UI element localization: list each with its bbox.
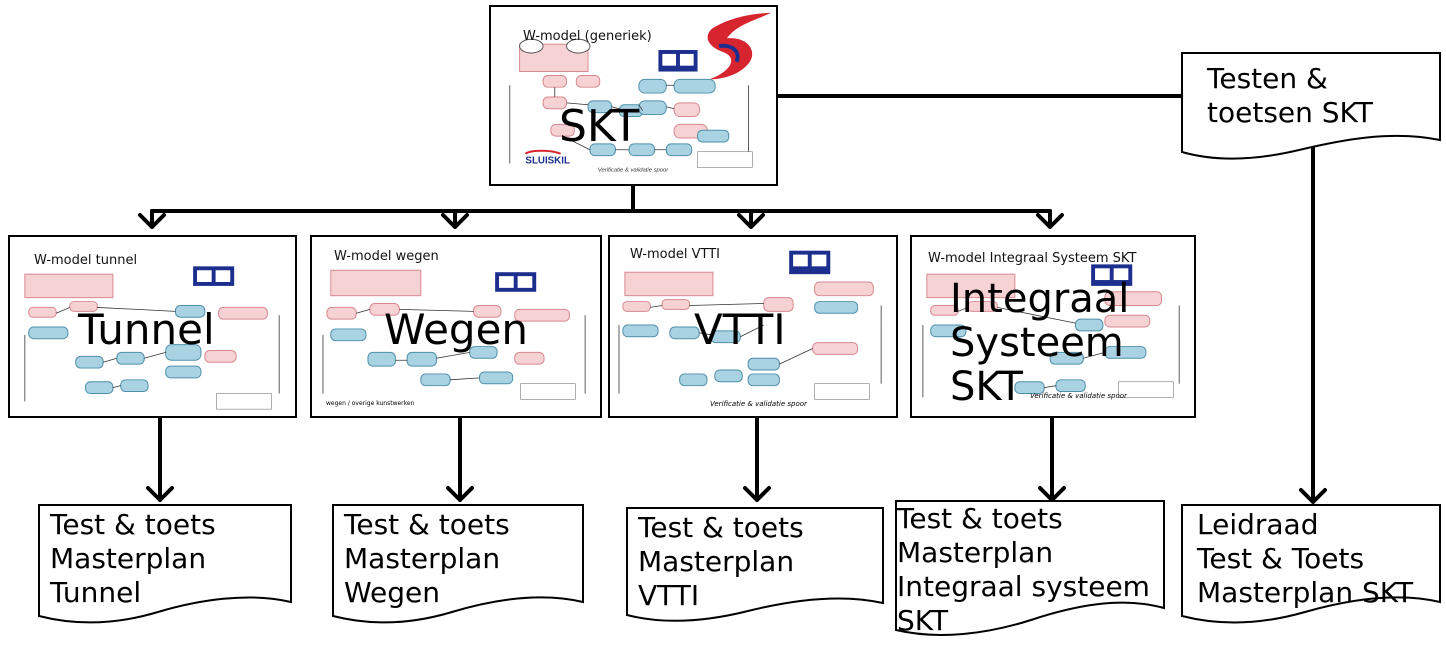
doc-label: Testen & toetsen SKT — [1207, 62, 1373, 129]
document-shape — [895, 500, 1165, 636]
slide-overlay-label: VTTI — [694, 305, 786, 354]
document-shape — [626, 507, 884, 622]
w-model-tunnel-thumbnail — [24, 266, 280, 410]
slide-overlay-label: Wegen — [384, 305, 529, 354]
doc-masterplan-tunnel[interactable]: Test & toets Masterplan Tunnel — [38, 504, 292, 626]
generic-w-model-thumbnail: SLUISKIL Verificatie & validatie spoor — [509, 12, 771, 173]
doc-masterplan-vtti[interactable]: Test & toets Masterplan VTTI — [626, 507, 884, 625]
slide-caption: Verificatie & validatie spoor — [1030, 392, 1127, 400]
generic-w-model-slide[interactable]: SLUISKIL Verificatie & validatie spoor W… — [489, 5, 778, 186]
generic-slide-overlay-label: SKT — [559, 101, 640, 152]
doc-leidraad-masterplan[interactable]: Leidraad Test & Toets Masterplan SKT — [1181, 504, 1441, 626]
doc-label: Test & toets Masterplan VTTI — [638, 511, 804, 612]
document-shape — [38, 504, 292, 624]
slide-w-model-tunnel[interactable]: W-model tunnel Tunnel — [8, 235, 297, 418]
w-model-integraal-thumbnail — [922, 264, 1180, 398]
doc-testen-toetsen[interactable]: Testen & toetsen SKT — [1181, 52, 1441, 162]
doc-label: Leidraad Test & Toets Masterplan SKT — [1197, 508, 1414, 609]
slide-title: W-model Integraal Systeem SKT — [928, 251, 1137, 266]
slide-overlay-label: Integraal Systeem SKT — [950, 276, 1130, 410]
generic-footer: Verificatie & validatie spoor — [598, 167, 670, 173]
slide-overlay-label: Tunnel — [78, 305, 215, 354]
slide-w-model-wegen[interactable]: W-model wegen Wegen wegen / overige kuns… — [310, 235, 602, 418]
doc-masterplan-integraal[interactable]: Test & toets Masterplan Integraal systee… — [895, 500, 1165, 644]
slide-w-model-integraal[interactable]: W-model Integraal Systeem SKT Integraal … — [910, 235, 1196, 418]
w-model-vtti-thumbnail — [618, 250, 882, 400]
slide-title: W-model tunnel — [34, 253, 138, 268]
document-shape — [1181, 52, 1441, 160]
generic-slide-title: W-model (generiek) — [523, 29, 652, 44]
slide-caption: Verificatie & validatie spoor — [710, 400, 807, 408]
slide-title: W-model VTTI — [630, 247, 721, 262]
doc-label: Test & toets Masterplan Tunnel — [50, 508, 216, 609]
slide-caption: wegen / overige kunstwerken — [326, 400, 415, 407]
doc-masterplan-wegen[interactable]: Test & toets Masterplan Wegen — [332, 504, 584, 626]
doc-label: Test & toets Masterplan Integraal systee… — [897, 502, 1150, 637]
sluiskil-logo-text: SLUISKIL — [525, 155, 570, 166]
slide-w-model-vtti[interactable]: W-model VTTI VTTI Verificatie & validati… — [608, 235, 898, 418]
slide-title: W-model wegen — [334, 249, 439, 264]
document-shape — [1181, 504, 1441, 624]
doc-label: Test & toets Masterplan Wegen — [344, 508, 510, 609]
w-model-wegen-thumbnail — [322, 269, 586, 400]
document-shape — [332, 504, 584, 624]
